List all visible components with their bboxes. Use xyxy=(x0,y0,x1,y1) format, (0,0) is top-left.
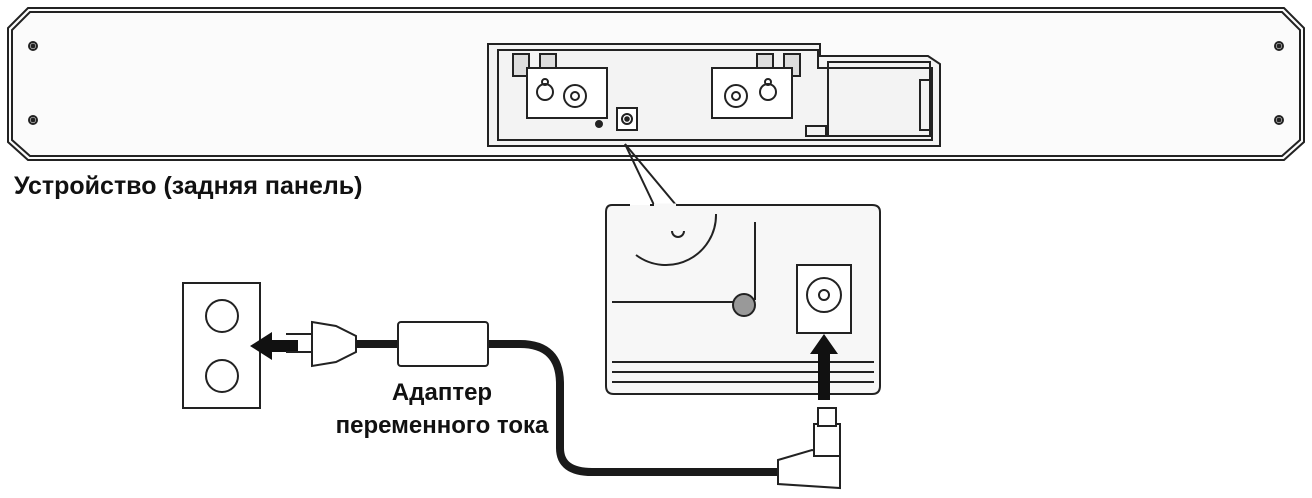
ac-adapter-label-line-1: Адаптер xyxy=(391,379,493,406)
device-back-panel-label: Устройство (задняя панель) xyxy=(14,172,363,200)
power-plug xyxy=(286,320,357,368)
insert-arrow xyxy=(810,334,838,400)
callout-magnifier xyxy=(605,143,881,395)
ac-adapter-box xyxy=(397,321,489,367)
wall-outlet xyxy=(182,282,261,409)
ac-adapter-label-line-2: переменного тока xyxy=(335,412,549,439)
device-back-panel xyxy=(7,7,1305,161)
power-cable xyxy=(356,340,790,476)
insert-arrow xyxy=(250,332,298,360)
dc-plug xyxy=(777,407,841,490)
